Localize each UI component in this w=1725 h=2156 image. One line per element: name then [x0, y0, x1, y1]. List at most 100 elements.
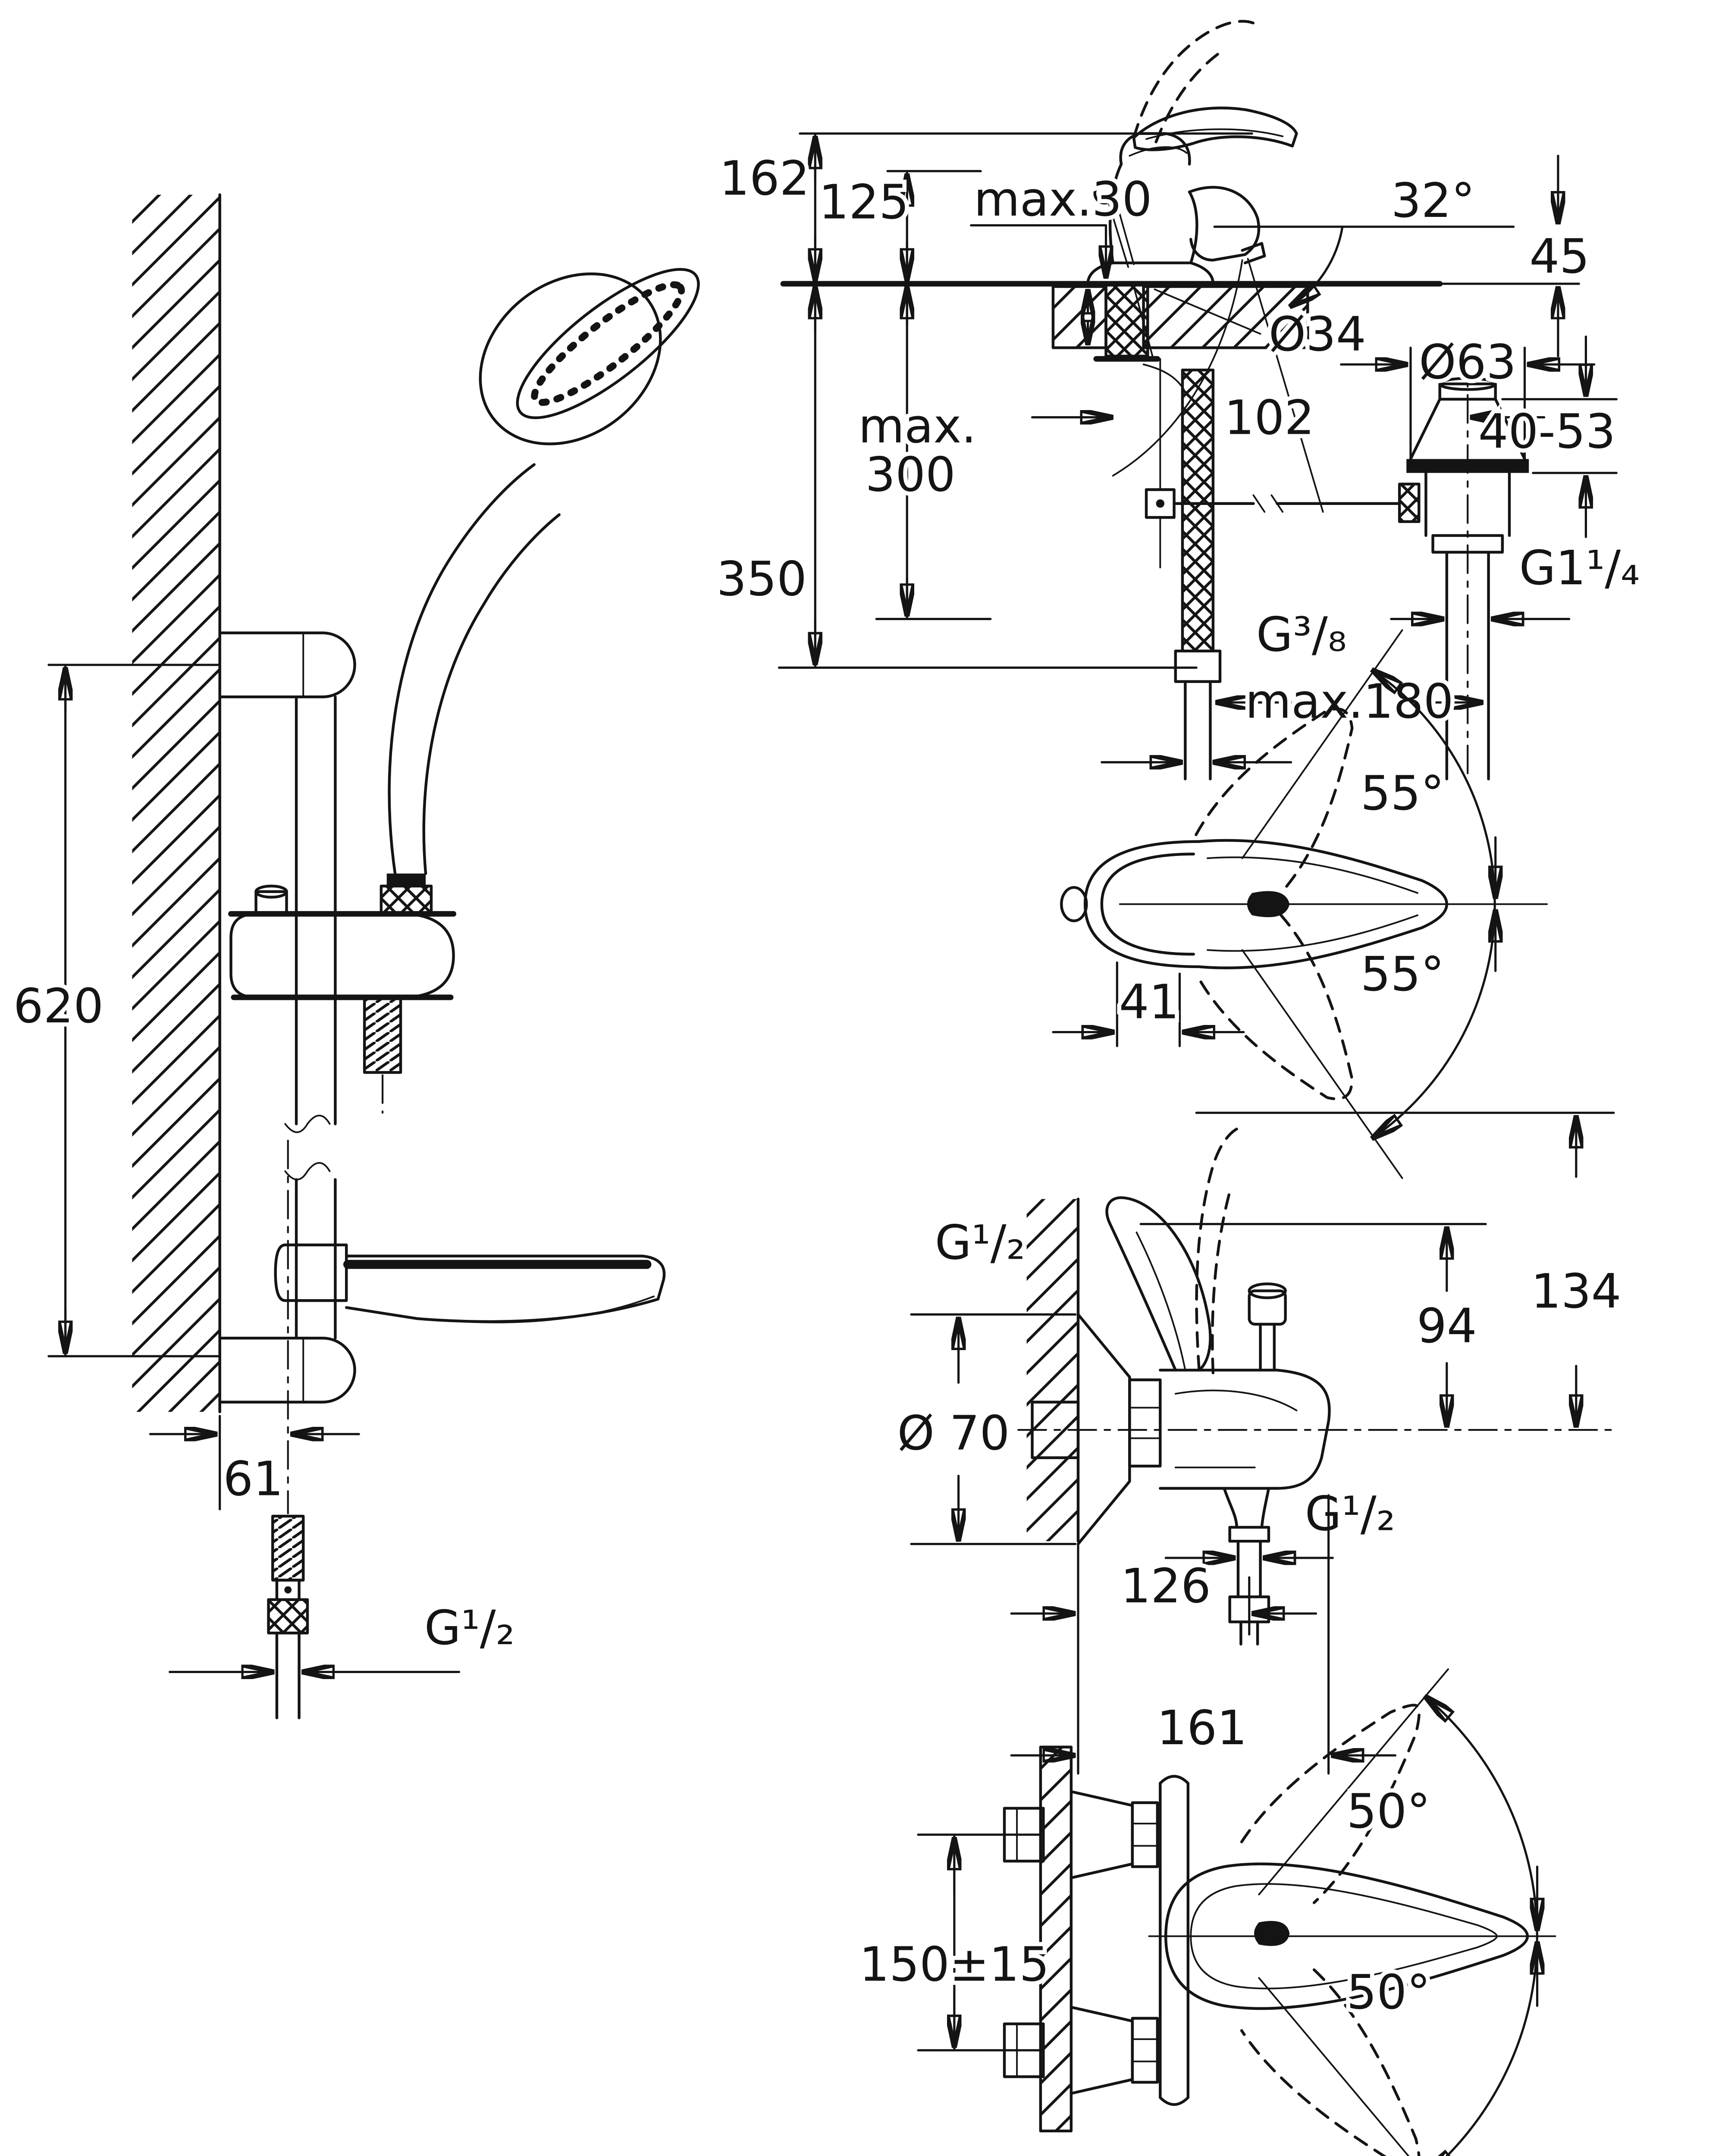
- dim-label-4053: 40-53: [1478, 404, 1616, 459]
- lever-slot: [1247, 891, 1290, 918]
- dim-4053: 40-53: [1474, 335, 1620, 538]
- dim-126: 126: [1010, 1543, 1317, 1775]
- dim-label-g38: G³/₈: [1256, 607, 1347, 662]
- lever-top-view-drawing: 55° 55° 41: [1052, 629, 1548, 1179]
- dim-dia70: Ø 70: [893, 1313, 1077, 1545]
- stream-line: [1247, 258, 1324, 513]
- dim-label-94: 94: [1417, 1298, 1477, 1354]
- lever-top-dashed-down: [1195, 913, 1353, 1100]
- hand-shower-head: [479, 272, 662, 445]
- dim-label-162: 162: [719, 151, 809, 206]
- hose-spiral-end: [271, 1514, 305, 1582]
- hand-shower-nozzles: [531, 281, 685, 406]
- bath-lever-solid: [1105, 1196, 1212, 1372]
- flex-supply-hose: [1181, 368, 1215, 652]
- supply-nut: [1174, 649, 1222, 683]
- dim-45: 45: [1306, 154, 1594, 357]
- lever-pin: [1060, 886, 1088, 922]
- dim-dia34: Ø34: [1154, 288, 1370, 366]
- dim-41: 41: [1052, 961, 1245, 1047]
- dim-label-dia63: Ø63: [1419, 334, 1516, 389]
- dim-label-g12-top: G¹/₂: [935, 1215, 1026, 1270]
- shower-lever-dashed-down: [1240, 1968, 1421, 2156]
- dim-162-350: 162 350: [712, 132, 1253, 669]
- dim-label-150: 150±15: [859, 1937, 1050, 1992]
- threaded-shank: [1104, 282, 1149, 358]
- hand-shower-cone-ring: [386, 873, 426, 886]
- hand-shower-handle-left: [388, 463, 536, 875]
- dim-g114: G1¹/₄: [1390, 536, 1644, 619]
- soap-dish: [274, 1243, 666, 1323]
- dim-label-55up: 55°: [1361, 765, 1444, 821]
- swing-arc-50: [1426, 1697, 1538, 2156]
- lower-escutcheon: [1070, 2006, 1134, 2095]
- dim-dia63: Ø63: [1340, 330, 1596, 463]
- hand-shower: [380, 268, 700, 915]
- shower-mixer-drawing: 50° 50° 150±15: [855, 1668, 1556, 2156]
- rail-bottom-bracket: [218, 1337, 356, 1404]
- lever-top-dashed-up: [1195, 707, 1354, 895]
- dim-max180: max.180: [1217, 670, 1482, 733]
- hand-shower-handle-right: [422, 513, 561, 875]
- dim-max300: max. 300: [854, 282, 992, 620]
- dim-max30: max.30: [969, 167, 1156, 344]
- dim-rail-height: 620: [9, 664, 221, 1357]
- upper-escutcheon: [1070, 1790, 1134, 1880]
- dim-label-126: 126: [1121, 1558, 1211, 1614]
- shower-wall-hatch: [1039, 1745, 1073, 2133]
- dim-label-41: 41: [1119, 974, 1179, 1029]
- rail-break-upper: [284, 1115, 331, 1133]
- hose-knurled-nut: [267, 1598, 309, 1635]
- hand-shower-knurled-nut: [380, 884, 433, 915]
- lever-dashed: [1132, 20, 1256, 139]
- dim-label-dia34: Ø34: [1269, 307, 1366, 362]
- basin-mixer-underdeck: [1093, 282, 1401, 780]
- shower-rail-set-drawing: 620 61 G¹/₂: [9, 193, 700, 1720]
- lower-hex-nut: [1131, 2017, 1159, 2084]
- wall-hatch: [132, 194, 220, 1412]
- dim-label-350: 350: [717, 552, 807, 607]
- dim-label-45: 45: [1529, 229, 1590, 284]
- dim-32deg: 32°: [1213, 169, 1515, 306]
- dim-label-55down: 55°: [1361, 946, 1444, 1002]
- waste-knurled-wheel: [1398, 483, 1421, 523]
- spout: [1188, 186, 1261, 262]
- dim-g12-bottom: G¹/₂: [1164, 1482, 1399, 1558]
- dim-125: 125: [815, 170, 982, 285]
- upper-hex-nut: [1131, 1801, 1159, 1868]
- dim-label-50up: 50°: [1347, 1784, 1430, 1839]
- bath-mixer-drawing: G¹/₂ Ø 70 94 134 G¹/₂: [893, 1112, 1625, 1775]
- popup-lifter-knob: [1093, 182, 1116, 205]
- hose-upper-stub: [363, 996, 402, 1074]
- dim-label-61: 61: [223, 1451, 283, 1507]
- bath-lever-dashed: [1195, 1125, 1244, 1372]
- dim-150: 150±15: [855, 1833, 1054, 2052]
- dim-label-dia70: Ø 70: [897, 1405, 1010, 1460]
- dim-hose-thread: G¹/₂: [168, 1596, 519, 1672]
- dim-label-g114: G1¹/₄: [1519, 540, 1640, 595]
- diverter-knob: [1248, 1289, 1287, 1326]
- dim-label-125: 125: [819, 174, 909, 229]
- lever-solid: [1132, 107, 1298, 151]
- dim-94: 94: [1139, 1223, 1487, 1426]
- spout-mouth: [1228, 1526, 1270, 1543]
- dim-label-g12-rail: G¹/₂: [424, 1600, 515, 1655]
- dim-label-102: 102: [1224, 390, 1314, 445]
- swing-arc-55: [1373, 671, 1496, 1138]
- dim-wall-offset: 61: [149, 1415, 360, 1510]
- dim-label-max30: max.30: [974, 172, 1152, 227]
- dim-label-max: max.: [858, 398, 976, 454]
- bath-mixer-body: [1159, 1369, 1331, 1490]
- rail-top-bracket: [218, 631, 356, 699]
- dim-label-300: 300: [865, 447, 955, 502]
- bath-wall-hatch: [1026, 1199, 1078, 1542]
- hand-shower-face: [516, 268, 700, 420]
- deck-slab-left: [1051, 285, 1107, 349]
- shower-rail: [284, 695, 337, 1340]
- waste-flange: [1406, 459, 1529, 473]
- dim-134: 134: [1195, 1112, 1625, 1426]
- shower-hose: [267, 996, 402, 1720]
- dim-g38: G³/₈: [1101, 603, 1351, 762]
